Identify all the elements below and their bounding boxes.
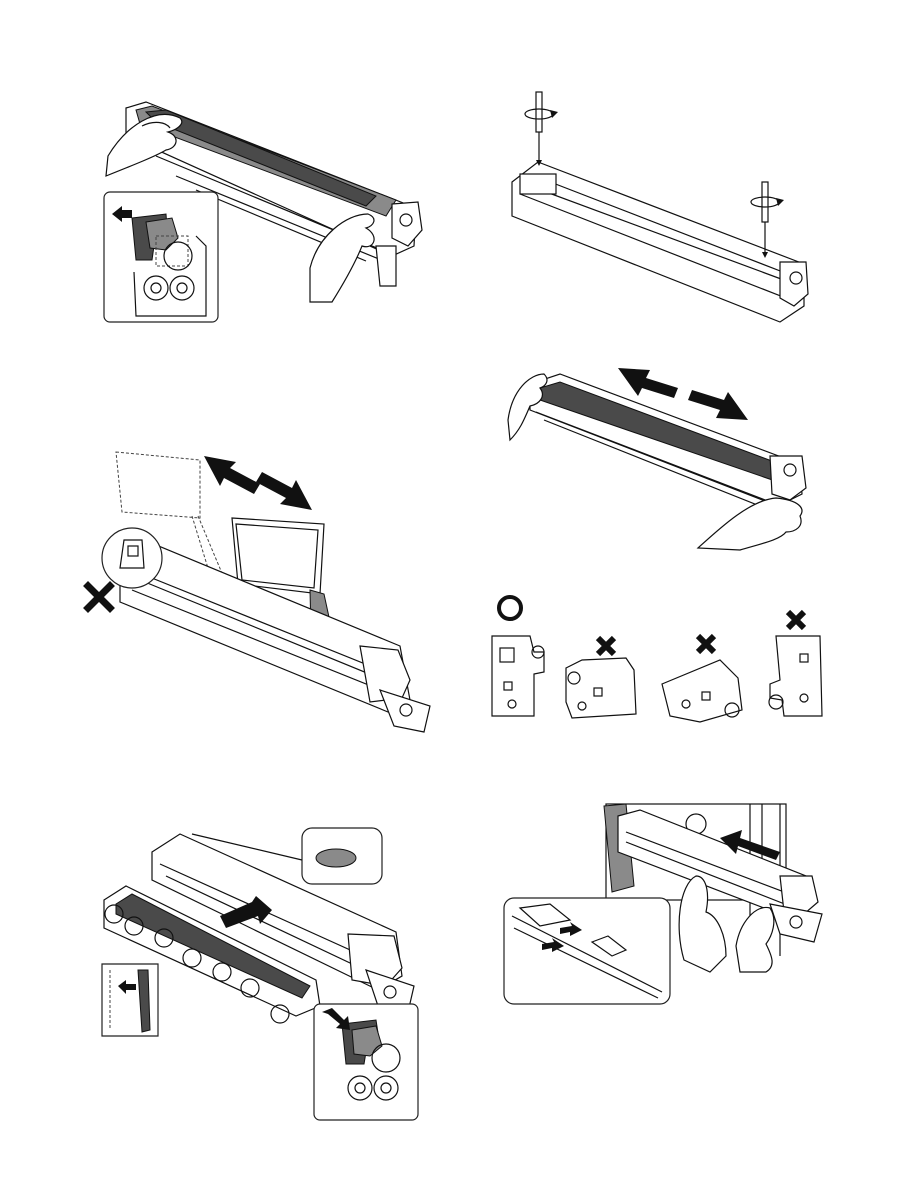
hand-icon — [106, 114, 182, 176]
panel-slide-unit — [500, 360, 818, 556]
panel-orientation-check — [486, 592, 832, 724]
orientation-wrong-1 — [566, 658, 636, 718]
hand-icon — [698, 498, 802, 550]
hand-icon — [310, 214, 374, 302]
orientation-wrong-2 — [662, 660, 742, 722]
inset-cover-detail — [314, 1004, 418, 1120]
x-mark-icon — [88, 586, 110, 608]
panel-tighten-screws — [500, 86, 818, 330]
x-mark-icon — [598, 638, 614, 654]
screwdriver-icon — [536, 92, 542, 166]
orientation-correct — [492, 636, 544, 716]
o-mark-icon — [499, 597, 521, 619]
screwdriver-icon — [762, 182, 768, 258]
panel-remove-cover — [96, 96, 436, 328]
orientation-wrong-3 — [769, 636, 822, 716]
panel-insert-machine — [500, 796, 830, 1010]
double-arrow-icon — [204, 456, 312, 510]
x-mark-icon — [788, 612, 804, 628]
panel-wipe-unit — [80, 440, 440, 756]
x-mark-icon — [698, 636, 714, 652]
inset-rails-detail — [504, 898, 670, 1004]
inset-latch-detail — [102, 964, 158, 1036]
panel-attach-cover — [96, 820, 422, 1124]
zoom-detail — [102, 528, 162, 588]
